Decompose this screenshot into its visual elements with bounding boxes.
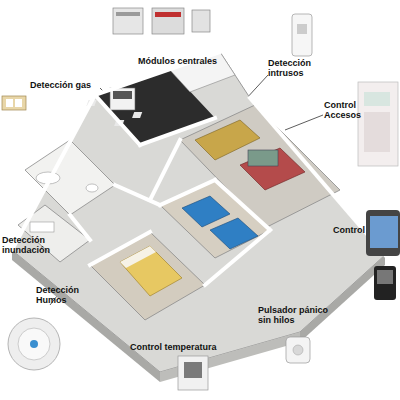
callout-label: Pulsador pánico sin hilos — [258, 305, 328, 325]
callout-label: Módulos centrales — [138, 56, 228, 66]
callout-label: Detección Humos — [36, 285, 91, 305]
callout-label: Detección intrusos — [268, 58, 328, 78]
callout-label: Control — [333, 225, 373, 235]
callout-label: Detección gas — [30, 80, 110, 90]
callout-label: Control temperatura — [130, 342, 240, 352]
callout-label: Control Accesos — [324, 100, 374, 120]
callout-label: Detección inundación — [2, 235, 62, 255]
